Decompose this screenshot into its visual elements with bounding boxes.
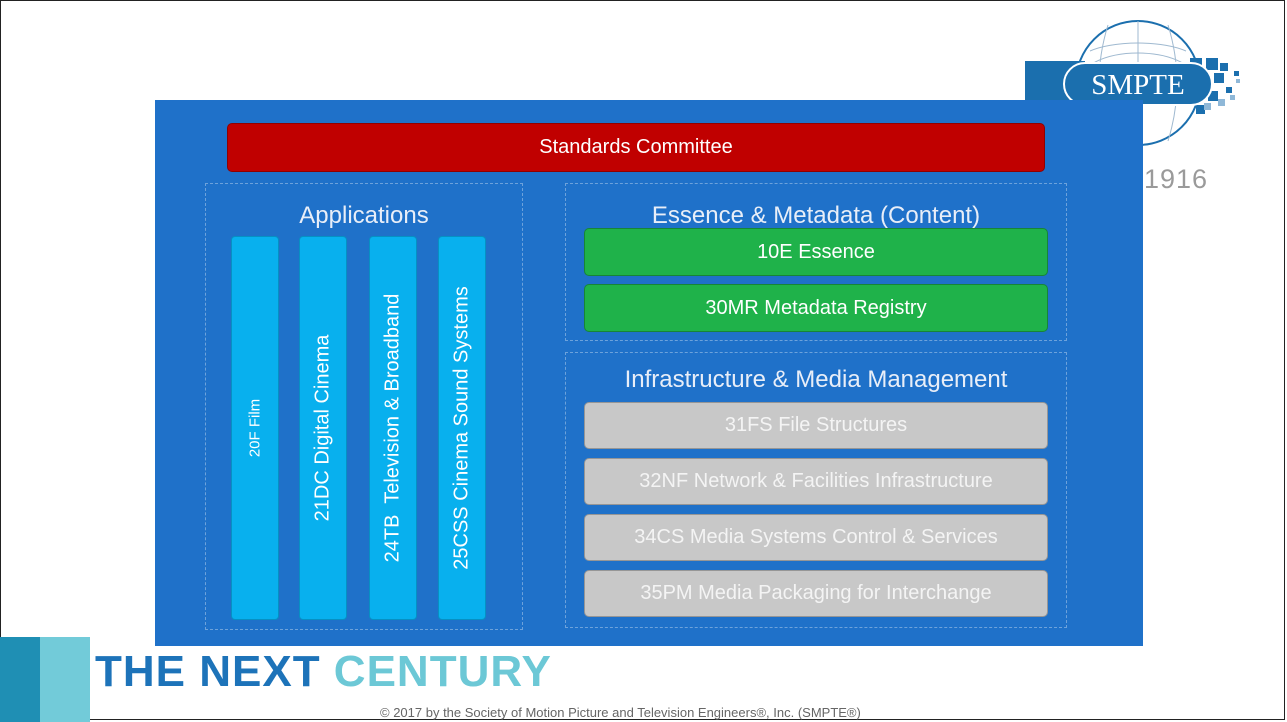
infrastructure-group: Infrastructure & Media Management <box>565 352 1067 628</box>
standards-committee-box: Standards Committee <box>227 123 1045 172</box>
group-30mr-metadata-registry: 30MR Metadata Registry <box>584 284 1048 332</box>
essence-metadata-group: Essence & Metadata (Content) <box>565 183 1067 341</box>
app-21dc-digital-cinema: 21DC Digital Cinema <box>299 236 347 620</box>
group-34cs-media-systems-control: 34CS Media Systems Control & Services <box>584 514 1048 561</box>
applications-title: Applications <box>299 202 429 229</box>
applications-group: Applications <box>205 183 523 630</box>
group-31fs-file-structures: 31FS File Structures <box>584 402 1048 449</box>
app-label: 21DC Digital Cinema <box>311 334 334 522</box>
logo-text: SMPTE <box>1091 69 1184 101</box>
infrastructure-title: Infrastructure & Media Management <box>624 366 1008 393</box>
copyright-notice: © 2017 by the Society of Motion Picture … <box>380 705 861 720</box>
committee-structure-panel: Standards Committee Applications 20F Fil… <box>155 100 1143 646</box>
essence-metadata-title: Essence & Metadata (Content) <box>651 202 981 229</box>
footer-accent-bar-dark <box>0 637 40 722</box>
group-35pm-media-packaging: 35PM Media Packaging for Interchange <box>584 570 1048 617</box>
group-10e-essence: 10E Essence <box>584 228 1048 276</box>
logo-year: 1916 <box>1144 164 1209 194</box>
app-25css-cinema-sound: 25CSS Cinema Sound Systems <box>438 236 486 620</box>
app-label: 25CSS Cinema Sound Systems <box>450 286 473 570</box>
app-label: 20F Film <box>246 398 264 458</box>
app-20f-film: 20F Film <box>231 236 279 620</box>
group-32nf-network-facilities: 32NF Network & Facilities Infrastructure <box>584 458 1048 505</box>
tagline-part1: THE NEXT <box>95 647 334 696</box>
tagline-part2: CENTURY <box>333 647 552 696</box>
app-label: 24TB Television & Broadband <box>381 293 404 563</box>
footer-accent-bar-light <box>40 637 90 722</box>
smpte-logo: SMPTE <box>1025 20 1240 146</box>
app-24tb-television-broadband: 24TB Television & Broadband <box>369 236 417 620</box>
tagline: THE NEXT CENTURY <box>95 647 552 697</box>
